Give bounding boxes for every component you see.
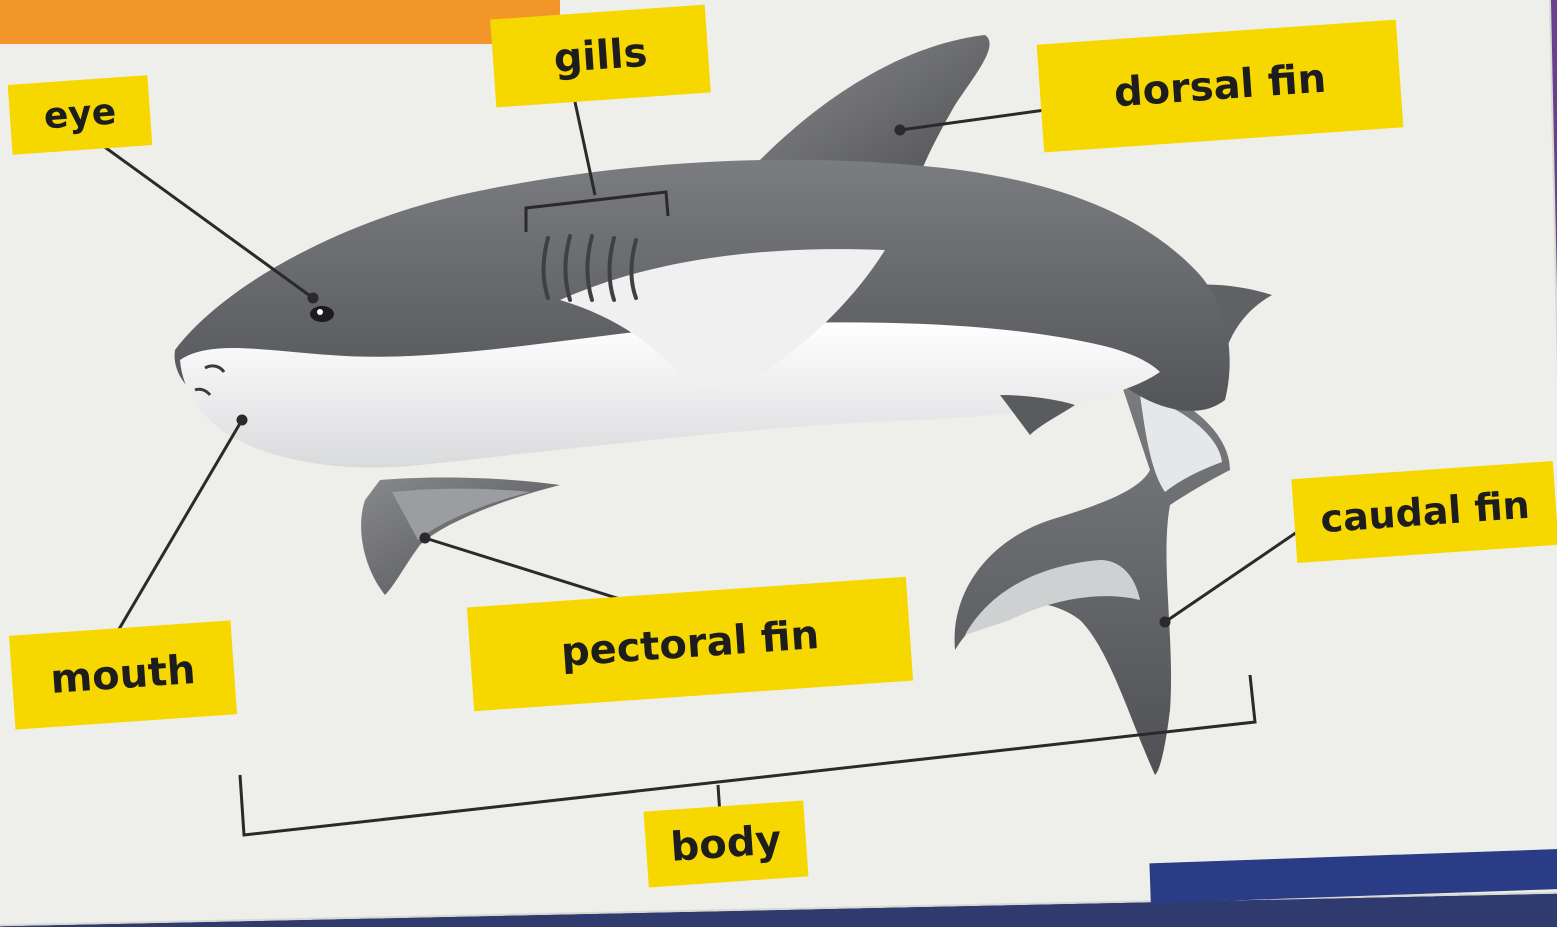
label-body: body [644,801,809,888]
label-gills: gills [490,5,711,108]
eye-leader-dot [309,294,317,302]
caudal-leader-line [1165,530,1300,622]
dorsal-leader-dot [896,126,904,134]
eye-leader-line [95,140,313,298]
mouth-leader-line [115,420,242,636]
pectoral-leader-dot [421,534,429,542]
caudal-leader-dot [1161,618,1169,626]
label-mouth: mouth [9,620,237,729]
shark-eye-glint [317,309,323,315]
label-eye: eye [8,75,153,155]
mouth-leader-dot [238,416,246,424]
